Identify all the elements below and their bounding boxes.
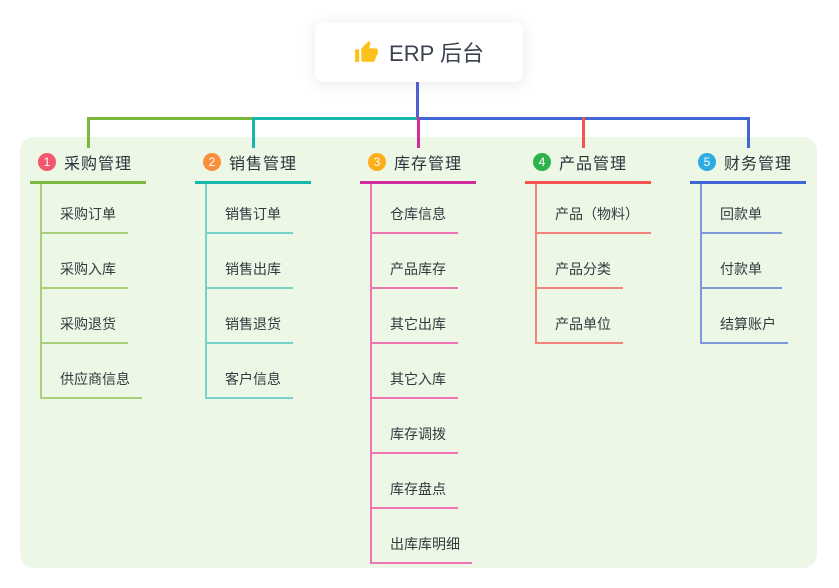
branch-number-badge: 5 <box>698 153 716 171</box>
branch: 5 财务管理回款单付款单结算账户 <box>690 148 806 344</box>
branch-title[interactable]: 4 产品管理 <box>525 148 651 184</box>
branch-number-badge: 1 <box>38 153 56 171</box>
child-node[interactable]: 销售订单 <box>207 184 293 234</box>
rail-segment <box>253 117 418 120</box>
child-node-label: 采购入库 <box>60 261 116 277</box>
child-node[interactable]: 出库库明细 <box>372 509 472 564</box>
child-node[interactable]: 产品库存 <box>372 234 458 289</box>
child-node-label: 销售订单 <box>225 206 281 222</box>
child-node[interactable]: 客户信息 <box>207 344 293 399</box>
branch-connector-line <box>581 117 585 148</box>
child-node-label: 销售出库 <box>225 261 281 277</box>
child-node-label: 采购订单 <box>60 206 116 222</box>
child-node[interactable]: 库存盘点 <box>372 454 458 509</box>
branch-children: 采购订单采购入库采购退货供应商信息 <box>40 184 146 399</box>
child-node[interactable]: 库存调拨 <box>372 399 458 454</box>
branch: 1 采购管理采购订单采购入库采购退货供应商信息 <box>30 148 146 399</box>
child-node[interactable]: 回款单 <box>702 184 782 234</box>
child-node[interactable]: 供应商信息 <box>42 344 142 399</box>
child-node-label: 其它入库 <box>390 371 446 387</box>
child-node-label: 采购退货 <box>60 316 116 332</box>
child-node-label: 结算账户 <box>720 316 776 332</box>
child-node-label: 其它出库 <box>390 316 446 332</box>
branch-number-badge: 2 <box>203 153 221 171</box>
child-node-label: 库存盘点 <box>390 481 446 497</box>
child-node-label: 库存调拨 <box>390 426 446 442</box>
child-node[interactable]: 产品（物料） <box>537 184 651 234</box>
root-connector-line <box>416 82 419 120</box>
rail-segment <box>86 117 255 120</box>
branch-connector-line <box>251 117 255 148</box>
branch-label: 采购管理 <box>64 156 133 173</box>
child-node-label: 付款单 <box>720 261 762 277</box>
branch-label: 销售管理 <box>229 156 298 173</box>
branch-title[interactable]: 5 财务管理 <box>690 148 806 184</box>
branch: 4 产品管理产品（物料） 产品分类产品单位 <box>525 148 651 344</box>
root-title: ERP 后台 <box>389 41 484 66</box>
child-node[interactable]: 其它出库 <box>372 289 458 344</box>
child-node-label: 仓库信息 <box>390 206 446 222</box>
child-node-label: 销售退货 <box>225 316 281 332</box>
branch-title[interactable]: 1 采购管理 <box>30 148 146 184</box>
child-node[interactable]: 仓库信息 <box>372 184 458 234</box>
child-node[interactable]: 产品单位 <box>537 289 623 344</box>
branch-label: 产品管理 <box>559 156 628 173</box>
child-node-label: 回款单 <box>720 206 762 222</box>
child-node[interactable]: 采购订单 <box>42 184 128 234</box>
child-node[interactable]: 采购入库 <box>42 234 128 289</box>
branch: 3 库存管理仓库信息产品库存其它出库其它入库库存调拨库存盘点出库库明细 <box>360 148 476 564</box>
child-node-label: 产品分类 <box>555 261 611 277</box>
child-node[interactable]: 销售退货 <box>207 289 293 344</box>
branch: 2 销售管理销售订单销售出库销售退货客户信息 <box>195 148 311 399</box>
branch-children: 产品（物料） 产品分类产品单位 <box>535 184 651 344</box>
branch-connector-line <box>746 117 750 148</box>
branch-label: 库存管理 <box>394 156 463 173</box>
branch-children: 回款单付款单结算账户 <box>700 184 806 344</box>
child-node-label: 产品单位 <box>555 316 611 332</box>
child-node[interactable]: 产品分类 <box>537 234 623 289</box>
branches-panel <box>20 137 817 568</box>
branch-connector-line <box>416 117 420 148</box>
child-node[interactable]: 付款单 <box>702 234 782 289</box>
child-node-label: 产品（物料） <box>555 206 639 222</box>
branch-title[interactable]: 3 库存管理 <box>360 148 476 184</box>
branch-children: 仓库信息产品库存其它出库其它入库库存调拨库存盘点出库库明细 <box>370 184 476 564</box>
root-node[interactable]: ERP 后台 <box>315 22 523 82</box>
branch-label: 财务管理 <box>724 156 793 173</box>
child-node[interactable]: 采购退货 <box>42 289 128 344</box>
thumbs-up-icon <box>355 40 378 62</box>
child-node[interactable]: 结算账户 <box>702 289 788 344</box>
child-node[interactable]: 销售出库 <box>207 234 293 289</box>
child-node-label: 客户信息 <box>225 371 281 387</box>
branch-number-badge: 4 <box>533 153 551 171</box>
child-node-label: 产品库存 <box>390 261 446 277</box>
branch-number-badge: 3 <box>368 153 386 171</box>
branch-connector-line <box>86 117 90 148</box>
child-node-label: 出库库明细 <box>390 536 460 552</box>
child-node[interactable]: 其它入库 <box>372 344 458 399</box>
child-node-label: 供应商信息 <box>60 371 130 387</box>
branch-children: 销售订单销售出库销售退货客户信息 <box>205 184 311 399</box>
branch-title[interactable]: 2 销售管理 <box>195 148 311 184</box>
